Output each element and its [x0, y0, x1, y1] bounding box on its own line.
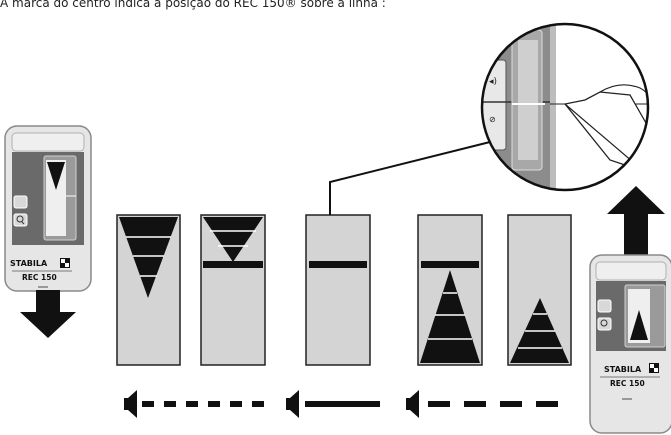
center-mark — [203, 261, 263, 268]
svg-text:◂): ◂) — [489, 77, 497, 87]
center-mark — [309, 261, 367, 268]
arrow-up-icon — [607, 186, 665, 258]
mode-button-icon — [13, 195, 28, 209]
center-mark — [421, 261, 479, 268]
svg-text:⊘: ⊘ — [489, 115, 496, 124]
callout-line — [329, 141, 491, 215]
speaker-icon — [286, 390, 299, 418]
sound-signal-long-beeps — [406, 390, 558, 418]
caption: A marca do centro indica a posição do RE… — [0, 0, 386, 10]
sound-signal-continuous — [286, 390, 380, 418]
speaker-icon — [124, 390, 137, 418]
speaker-icon — [406, 390, 419, 418]
receiver-right: STABILA REC 150 — [589, 254, 671, 434]
panel-4 — [417, 214, 483, 366]
panel-3 — [305, 214, 371, 366]
pencil-hand-icon — [563, 91, 648, 171]
brand-label: STABILA — [10, 259, 48, 268]
mode-button-icon — [597, 299, 612, 313]
panel-5 — [507, 214, 572, 366]
panel-2 — [200, 214, 266, 366]
sound-signal-short-beeps — [124, 390, 264, 418]
brand-label: STABILA — [604, 365, 642, 374]
panel-1 — [116, 214, 181, 366]
model-label: REC 150 — [610, 379, 645, 388]
receiver-left: STABILA REC 150 — [4, 125, 92, 292]
arrow-down-icon — [20, 290, 76, 338]
zoom-detail: ◂) ⊘ — [480, 22, 650, 192]
model-label: REC 150 — [22, 273, 57, 282]
